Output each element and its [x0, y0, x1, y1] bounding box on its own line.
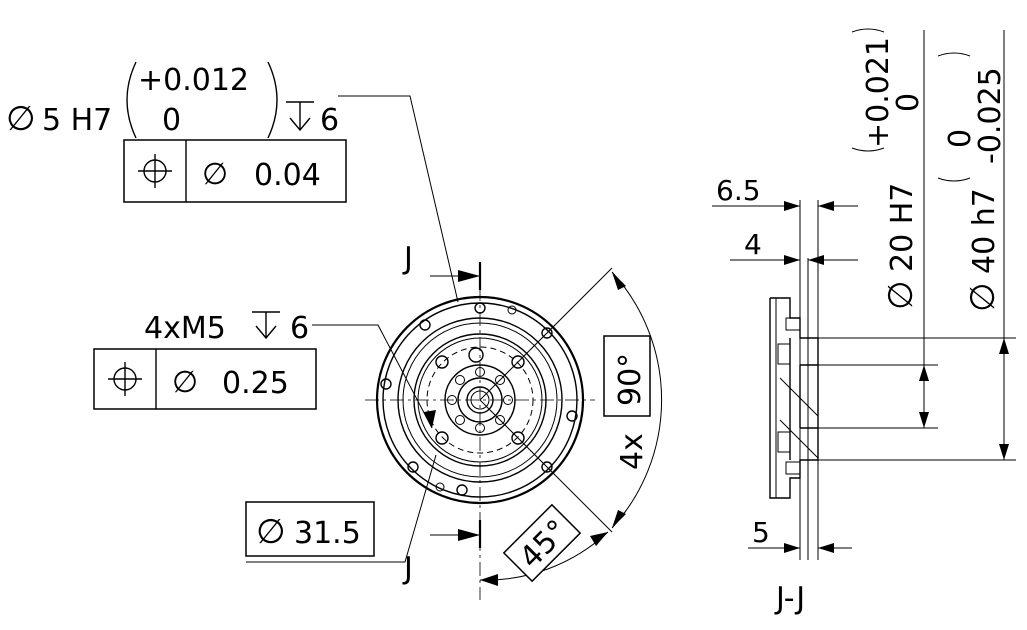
shaft-dimension-label: ∅ 40 h7	[963, 188, 1003, 312]
dim-6-5: 6.5	[716, 174, 761, 207]
thread-leader	[312, 324, 433, 429]
tol-paren-left	[126, 61, 137, 139]
boss-hole	[495, 375, 505, 385]
angle-line-45-upper	[479, 267, 613, 401]
thread-position-tol: 0.25	[222, 366, 289, 401]
fcf-diameter-symbol: ∅	[172, 365, 198, 400]
hole-depth-value: 6	[320, 103, 339, 138]
bore-tol-upper: +0.021	[861, 37, 896, 148]
hole-tol-upper: +0.012	[138, 63, 249, 98]
shaft-tol-lower: -0.025	[973, 67, 1008, 164]
section-label-top: J	[402, 241, 413, 276]
bore-tol-lower: 0	[891, 93, 926, 112]
thread-depth-value: 6	[290, 311, 309, 346]
section-cut-top: J	[402, 241, 482, 290]
fcf-diameter-symbol: ∅	[202, 157, 228, 192]
boss-hole	[495, 415, 505, 425]
dowel-hole-5h7	[468, 347, 484, 363]
angle-90-text: 90°	[613, 353, 648, 406]
dim-5: 5	[752, 516, 770, 549]
tol-paren-right	[267, 61, 278, 139]
ring-hole-small	[507, 305, 517, 315]
hole-diameter-symbol: ∅	[6, 99, 36, 139]
m5-holes	[435, 355, 525, 445]
bore-tolerance: +0.021 0	[861, 37, 926, 148]
ring-hole	[456, 484, 468, 496]
hole-callout: ∅ 5 H7 +0.012 0 6 ∅ 0.04	[6, 61, 459, 303]
ring-hole	[380, 378, 392, 390]
bore-dimension-label: ∅ 20 H7	[881, 183, 921, 310]
position-icon	[108, 362, 142, 396]
outer-ring-holes	[380, 302, 578, 496]
shaft-paren-bottom	[937, 177, 971, 182]
hole-tol-lower: 0	[162, 103, 181, 138]
thread-label: 4xM5	[144, 311, 226, 346]
thread-callout: 4xM5 6 ∅ 0.25	[93, 311, 436, 429]
ring-hole	[419, 319, 431, 331]
depth-icon	[286, 101, 314, 132]
section-view: 6.5 4 5 ∅ 20 H7 +0.	[712, 28, 1016, 616]
ring-hole-small	[435, 482, 445, 492]
depth-icon	[252, 311, 280, 340]
ring-hole	[407, 461, 419, 473]
bore-diameter-symbol: ∅	[881, 280, 921, 310]
position-icon	[138, 154, 172, 188]
bore-size: 20 H7	[885, 183, 920, 272]
pitch-diameter-box	[245, 501, 375, 557]
ring-hole	[566, 410, 578, 422]
angle-line-45-lower	[479, 399, 613, 533]
front-view	[365, 262, 613, 600]
section-cut-bottom: J	[402, 520, 482, 586]
section-arrow-top	[458, 270, 480, 282]
angle-arc-90	[611, 271, 663, 529]
shaft-paren-top	[937, 52, 971, 57]
boss-hole	[455, 375, 465, 385]
pitch-diameter-callout: ∅ 31.5	[245, 454, 437, 563]
angle-45-label: 45°	[502, 503, 582, 583]
angle-repeat-label: 4x	[615, 433, 650, 470]
shaft-tolerance: 0 -0.025	[943, 67, 1008, 164]
shaft-size: 40 h7	[967, 188, 1002, 274]
m5-hole	[511, 431, 525, 445]
angle-dimensions: 90° 4x 45°	[479, 271, 663, 586]
boss-hole	[455, 415, 465, 425]
hole-leader	[338, 95, 459, 303]
pitch-diameter-value: 31.5	[294, 516, 361, 551]
hole-size: 5 H7	[42, 103, 112, 138]
ring-hole	[541, 327, 553, 339]
dim-4: 4	[744, 228, 762, 261]
section-arrow-bottom	[458, 529, 480, 541]
thread-leader-arrow	[424, 410, 436, 428]
angle-90-label: 90°	[603, 335, 651, 417]
bore-paren-top	[851, 28, 885, 33]
section-outline	[769, 297, 819, 499]
m5-hole	[435, 355, 449, 369]
m5-hole	[435, 431, 449, 445]
section-label-bottom: J	[402, 551, 413, 586]
ring-hole	[541, 461, 553, 473]
pitch-diameter-leader	[246, 454, 437, 563]
pitch-diameter-symbol: ∅	[256, 512, 286, 552]
angle-repeat-text: 4x	[615, 433, 650, 470]
m5-hole	[511, 355, 525, 369]
shaft-tol-upper: 0	[943, 129, 978, 148]
shaft-diameter-symbol: ∅	[963, 282, 1003, 312]
section-view-label: J-J	[774, 581, 805, 616]
bore-paren-bottom	[851, 147, 885, 152]
hole-position-tol: 0.04	[254, 158, 321, 193]
